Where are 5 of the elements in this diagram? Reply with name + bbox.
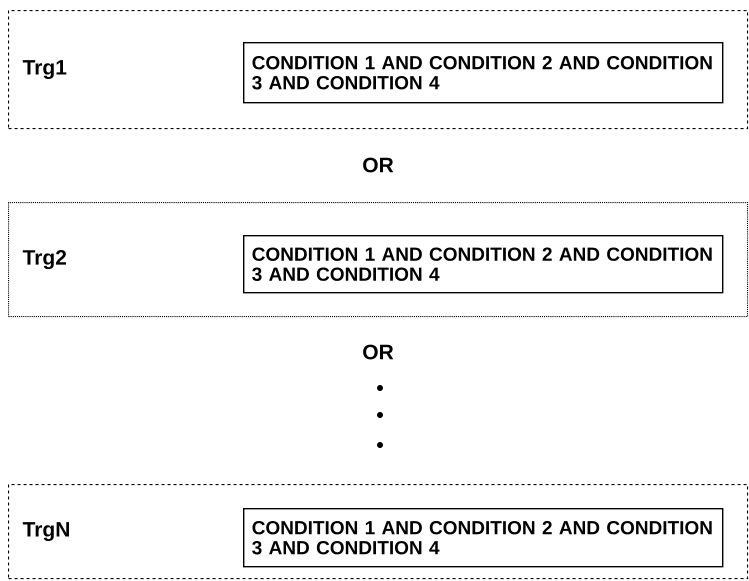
condition-box: CONDITION 1 AND CONDITION 2 AND CONDITION 3 AND CONDITION 4 xyxy=(243,42,724,104)
condition-box: CONDITION 1 AND CONDITION 2 AND CONDITION 3 AND CONDITION 4 xyxy=(243,508,724,568)
or-label: OR xyxy=(363,344,394,360)
condition-box: CONDITION 1 AND CONDITION 2 AND CONDITION 3 AND CONDITION 4 xyxy=(243,235,724,294)
or-label: OR xyxy=(363,158,394,172)
